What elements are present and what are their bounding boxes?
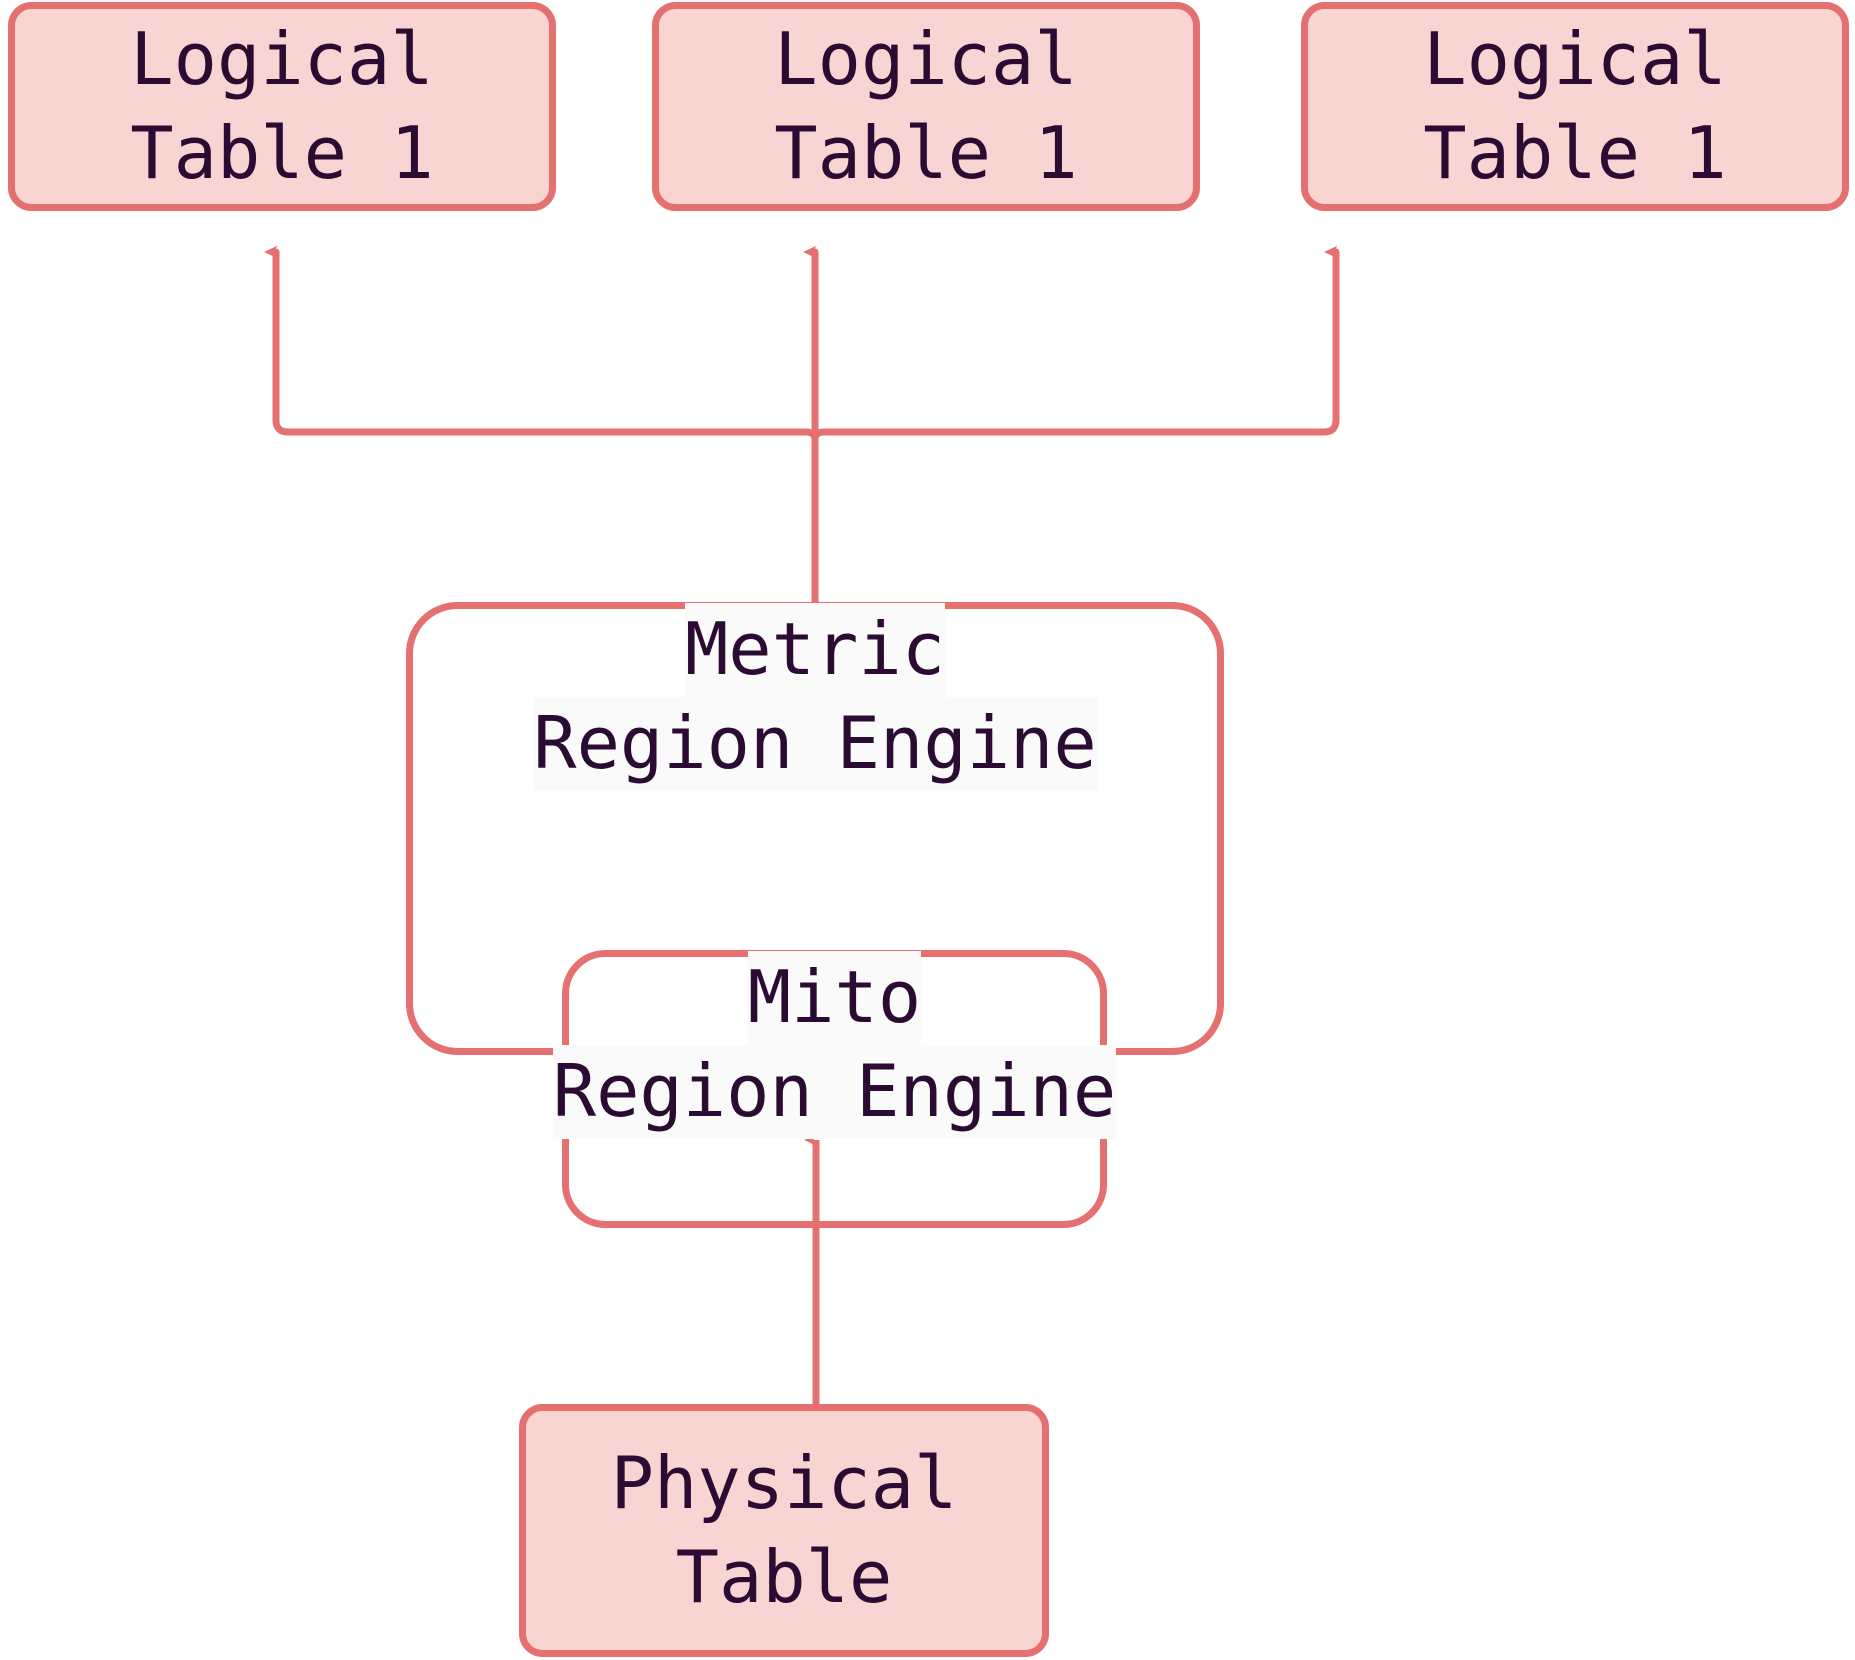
edge-metric-to-logical-table-1 — [264, 245, 819, 444]
edge-layer — [264, 245, 1340, 1408]
logical-table-box-1[interactable] — [8, 2, 556, 211]
edge-metric-to-logical-table-3 — [811, 245, 1340, 444]
node-layer — [8, 2, 1849, 1657]
logical-table-box-2[interactable] — [652, 2, 1200, 211]
logical-table-box-3[interactable] — [1301, 2, 1849, 211]
mito-region-engine-container[interactable] — [562, 950, 1107, 1228]
physical-table-box[interactable] — [519, 1404, 1049, 1657]
